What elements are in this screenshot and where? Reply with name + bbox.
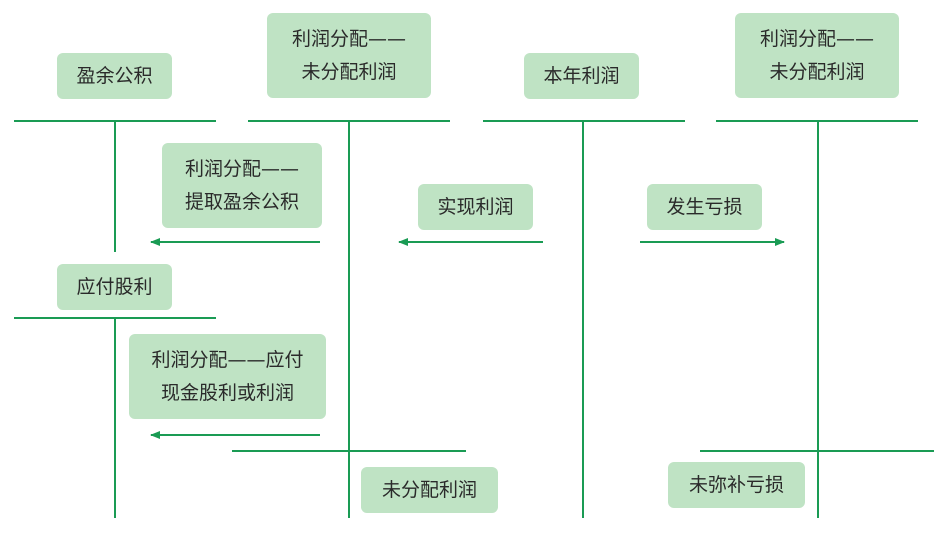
entry-pay-dividends: 利润分配——应付 现金股利或利润 <box>129 334 326 419</box>
entry-loss-incurred: 发生亏损 <box>647 184 762 230</box>
account-surplus-reserve: 盈余公积 <box>57 53 172 99</box>
account-current-year-profit: 本年利润 <box>524 53 639 99</box>
account-undistributed-left-line1: 利润分配—— <box>291 27 406 50</box>
entry-realized-profit-label: 实现利润 <box>437 195 514 218</box>
entry-extract-surplus: 利润分配—— 提取盈余公积 <box>162 143 322 228</box>
account-undistributed-right-line2: 未分配利润 <box>769 60 865 83</box>
balance-uncovered-loss: 未弥补亏损 <box>668 462 805 508</box>
balance-undistributed-profit-label: 未分配利润 <box>381 478 477 501</box>
entry-pay-dividends-line1: 利润分配——应付 <box>151 348 304 371</box>
entry-pay-dividends-line2: 现金股利或利润 <box>160 381 294 404</box>
entry-extract-surplus-line2: 提取盈余公积 <box>184 190 299 213</box>
account-undistributed-profit-right: 利润分配—— 未分配利润 <box>735 13 899 98</box>
entry-realized-profit: 实现利润 <box>418 184 533 230</box>
entry-extract-surplus-line1: 利润分配—— <box>184 157 299 180</box>
balance-uncovered-loss-label: 未弥补亏损 <box>688 473 784 496</box>
account-undistributed-right-line1: 利润分配—— <box>759 27 874 50</box>
balance-undistributed-profit: 未分配利润 <box>361 467 498 513</box>
account-dividends-payable-label: 应付股利 <box>76 275 153 298</box>
account-surplus-reserve-label: 盈余公积 <box>76 64 153 87</box>
account-dividends-payable: 应付股利 <box>57 264 172 310</box>
account-undistributed-left-line2: 未分配利润 <box>301 60 397 83</box>
account-current-year-profit-label: 本年利润 <box>543 64 620 87</box>
entry-loss-incurred-label: 发生亏损 <box>666 195 743 218</box>
account-undistributed-profit-left: 利润分配—— 未分配利润 <box>267 13 431 98</box>
